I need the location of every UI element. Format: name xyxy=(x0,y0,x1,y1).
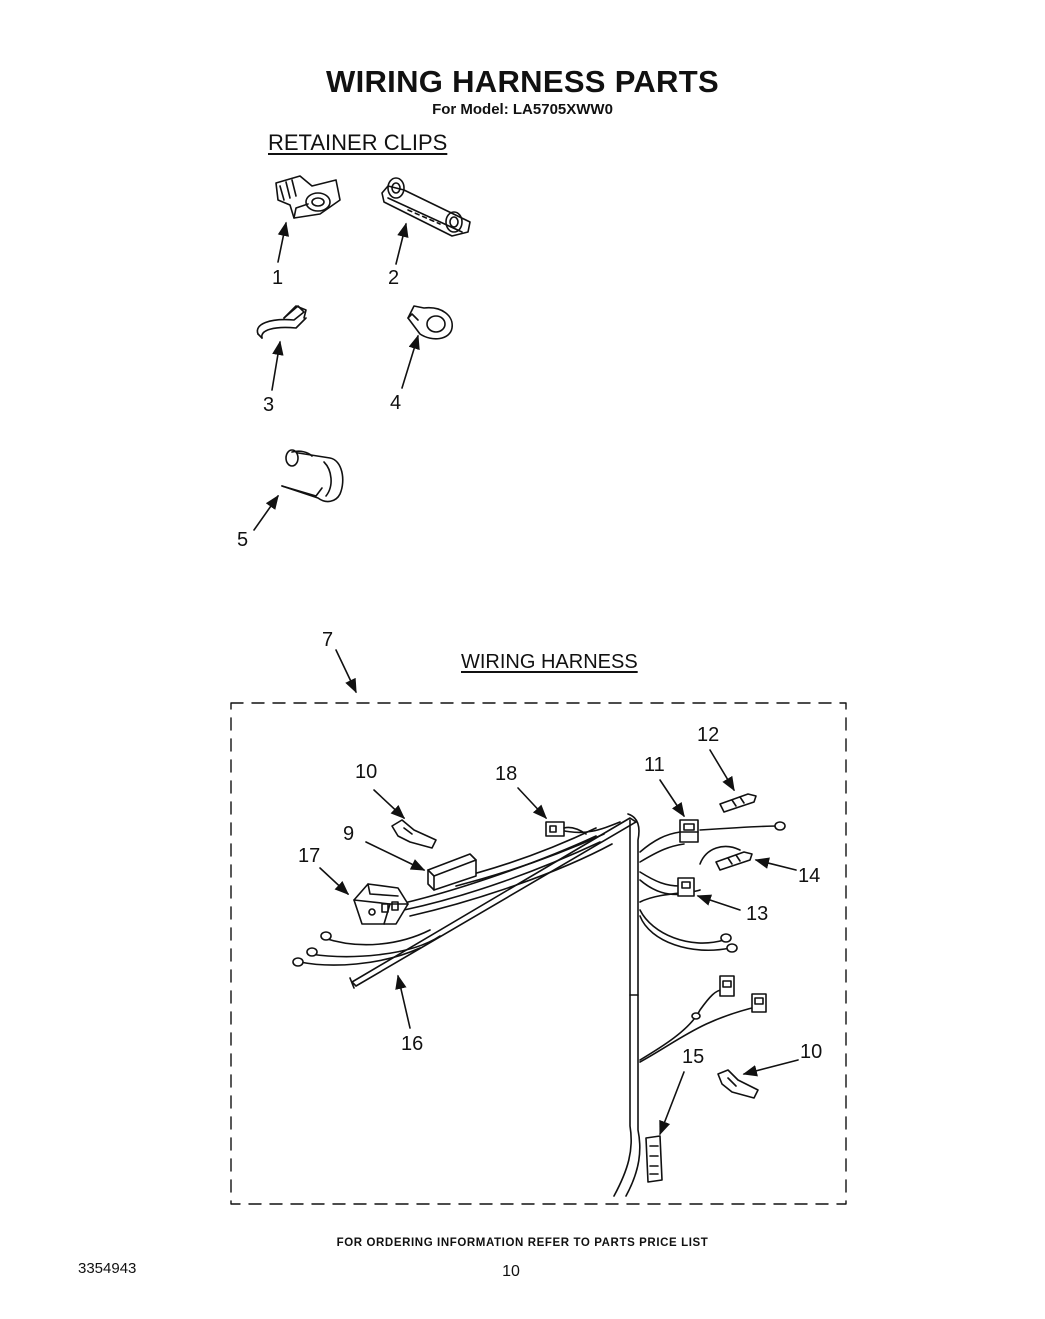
ordering-note: FOR ORDERING INFORMATION REFER TO PARTS … xyxy=(336,1237,709,1249)
part-10-terminal-lower xyxy=(718,1070,758,1098)
arrow-7 xyxy=(336,650,356,694)
arrow-12 xyxy=(710,750,734,792)
part-14-terminal xyxy=(716,852,752,870)
callout-9: 9 xyxy=(343,823,355,845)
callout-7: 7 xyxy=(322,629,334,651)
arrow-17 xyxy=(320,868,350,895)
callout-13: 13 xyxy=(746,903,769,925)
arrow-11 xyxy=(660,780,684,818)
arrow-1 xyxy=(278,221,290,262)
page-number: 10 xyxy=(502,1263,520,1280)
retainer-clip-2 xyxy=(382,178,470,236)
callout-3: 3 xyxy=(263,394,275,416)
callout-1: 1 xyxy=(272,267,284,289)
retainer-clips-heading: RETAINER CLIPS xyxy=(268,130,448,155)
arrow-9 xyxy=(366,842,426,870)
callout-4: 4 xyxy=(390,392,402,414)
part-15-plug xyxy=(646,1136,662,1182)
part-11-connector xyxy=(680,820,698,842)
arrow-10-upper xyxy=(374,790,406,819)
arrow-15 xyxy=(660,1072,684,1136)
retainer-clip-1 xyxy=(276,176,340,218)
wiring-harness xyxy=(293,814,785,1196)
arrow-16 xyxy=(395,974,410,1028)
part-12-terminal xyxy=(720,794,756,812)
part-17-terminal-block xyxy=(354,884,408,924)
part-13-connector xyxy=(678,878,694,896)
arrow-14 xyxy=(754,857,796,870)
arrow-13 xyxy=(696,894,740,910)
wiring-harness-heading: WIRING HARNESS xyxy=(461,651,638,673)
callout-17: 17 xyxy=(298,845,321,867)
callout-12: 12 xyxy=(697,724,720,746)
callout-10-upper: 10 xyxy=(355,761,378,783)
arrow-2 xyxy=(396,222,409,264)
harness-box xyxy=(231,703,846,1204)
arrow-5 xyxy=(254,494,279,530)
callout-18: 18 xyxy=(495,763,518,785)
part-9-connector xyxy=(428,854,476,890)
callout-15: 15 xyxy=(682,1046,705,1068)
callout-2: 2 xyxy=(388,267,400,289)
arrow-3 xyxy=(272,340,284,390)
part-10-terminal-upper xyxy=(392,820,436,848)
arrow-10-lower xyxy=(742,1060,798,1077)
arrow-18 xyxy=(518,788,547,820)
retainer-clip-5 xyxy=(282,450,343,501)
retainer-clip-3 xyxy=(257,306,306,338)
callout-5: 5 xyxy=(237,529,249,551)
callout-10-lower: 10 xyxy=(800,1041,823,1063)
part-18-connector xyxy=(546,822,586,836)
callout-16: 16 xyxy=(401,1033,424,1055)
arrow-4 xyxy=(402,334,420,388)
model-subtitle: For Model: LA5705XWW0 xyxy=(432,101,613,118)
page-title: WIRING HARNESS PARTS xyxy=(326,64,719,99)
retainer-clip-4 xyxy=(408,306,452,339)
lower-right-connectors xyxy=(720,976,766,1012)
callout-11: 11 xyxy=(644,754,665,776)
callout-14: 14 xyxy=(798,865,821,887)
document-number: 3354943 xyxy=(78,1260,137,1277)
